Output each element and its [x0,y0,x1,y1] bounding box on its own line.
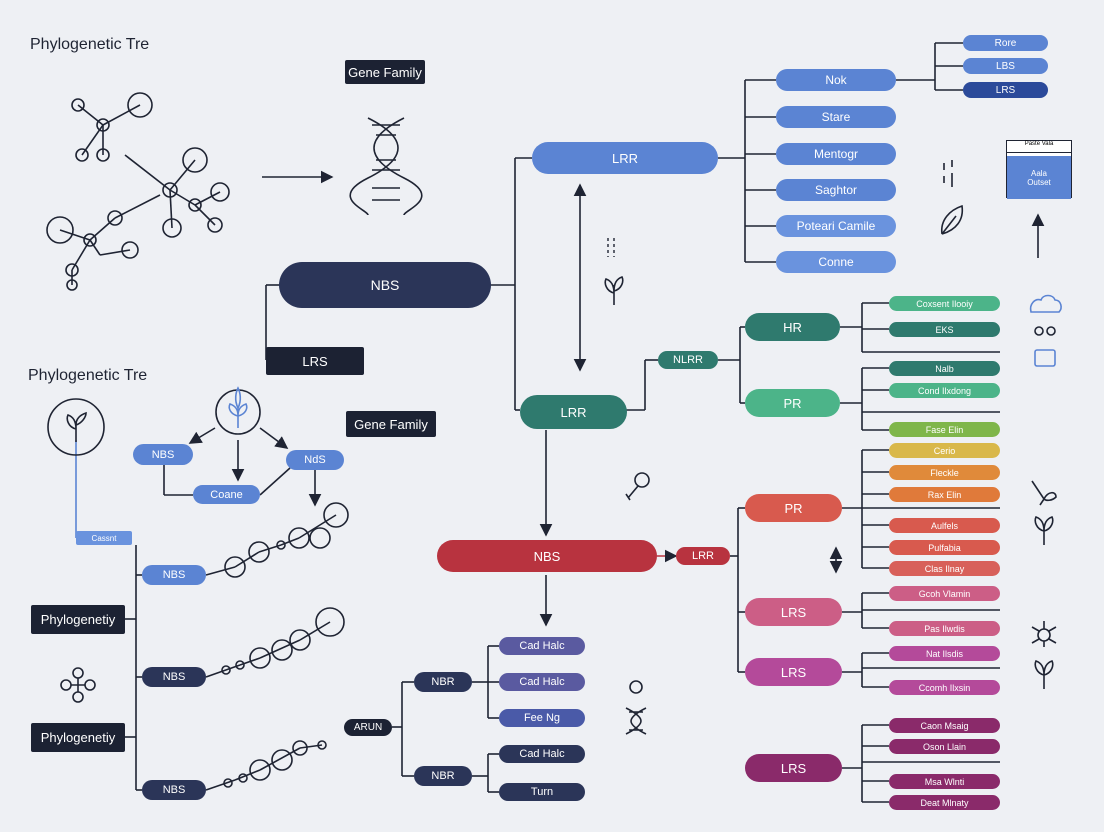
mid-title: Phylogenetic Tre [28,367,148,384]
cloud-icon [1029,294,1062,367]
blue-small-item[interactable]: LRS [963,82,1048,98]
lrr-top-node[interactable]: LRR [532,142,718,174]
rainbow-list-item[interactable]: Fleckle [889,465,1000,480]
phylogenetiy-box-2: Phylogenetiy [31,723,125,752]
teal-list-item[interactable]: Coxsent Ilooiy [889,296,1000,311]
plant-circle-icon [47,398,105,456]
arun-node[interactable]: ARUN [344,719,392,736]
nbs-node-left-1[interactable]: NBS [133,444,193,465]
navy-list-item[interactable]: Fee Ng [499,709,585,727]
rainbow-list-item[interactable]: Aulfels [889,518,1000,533]
blue-small-item[interactable]: Rore [963,35,1048,51]
rainbow-list-item[interactable]: Rax Elin [889,487,1000,502]
hr-node[interactable]: HR [745,313,840,341]
pink-list-item[interactable]: Ccomh Ilxsin [889,680,1000,695]
rainbow-list-item[interactable]: Clas Ilnay [889,561,1000,576]
nbs-tree-node-3[interactable]: NBS [142,780,206,800]
dna-icon [349,117,423,216]
plum-list-item[interactable]: Msa Wlnti [889,774,1000,789]
pink-list-item[interactable]: Nat Ilsdis [889,646,1000,661]
navy-list-item[interactable]: Cad Halc [499,745,585,763]
pink-list-item[interactable]: Pas Ilwdis [889,621,1000,636]
blue-small-item[interactable]: LBS [963,58,1048,74]
teal-list-item[interactable]: EKS [889,322,1000,337]
nbr-node-1[interactable]: NBR [414,672,472,692]
teal-list-item[interactable]: Nalb [889,361,1000,376]
lrs-pink-node-1[interactable]: LRS [745,598,842,626]
nbs-node-left-2[interactable]: NdS [286,450,344,470]
top-title: Phylogenetic Tre [30,36,150,53]
panel-title: Paste Vala [1007,141,1071,153]
network-graph-icon [46,92,230,291]
rainbow-list-item[interactable]: Cerio [889,443,1000,458]
leaf-icon [940,204,964,235]
gene-family-box-top: Gene Family [345,60,425,84]
gene-family-box-mid: Gene Family [346,411,436,437]
phylogenetiy-box-1: Phylogenetiy [31,605,125,634]
nbs-red-node[interactable]: NBS [437,540,657,572]
dna-small-icon [625,680,647,735]
blue-list-item[interactable]: Mentogr [776,143,896,165]
lrs-box: LRS [266,347,364,375]
nbs-tree-node-2[interactable]: NBS [142,667,206,687]
document-icon: Paste Vala Aala Outset [1006,140,1072,199]
lrs-plum-node[interactable]: LRS [745,754,842,782]
magnifier-icon [625,472,650,501]
blue-list-item[interactable]: Poteari Camile [776,215,896,237]
plum-list-item[interactable]: Deat Mlnaty [889,795,1000,810]
flower-icon [1031,480,1057,545]
navy-list-item[interactable]: Cad Halc [499,673,585,691]
pink-list-item[interactable]: Gcoh Vlamin [889,586,1000,601]
blue-list-item[interactable]: Nok [776,69,896,91]
nlrr-node[interactable]: NLRR [658,351,718,369]
navy-list-item[interactable]: Turn [499,783,585,801]
conne-node[interactable]: Coane [193,485,260,504]
blue-list-item[interactable]: Saghtor [776,179,896,201]
sprout-circle-icon [215,386,261,435]
plum-list-item[interactable]: Oson Llain [889,739,1000,754]
small-blue-node[interactable]: Cassnt [76,531,132,545]
nbs-main-node[interactable]: NBS [279,262,491,308]
panel-body: Aala Outset [1007,156,1071,199]
nbr-node-2[interactable]: NBR [414,766,472,786]
teal-list-item[interactable]: Cond Ilxdong [889,383,1000,398]
nbs-tree-node-1[interactable]: NBS [142,565,206,585]
sprout-icon [604,238,624,305]
lrr-small-node[interactable]: LRR [676,547,730,565]
blue-list-item[interactable]: Conne [776,251,896,273]
pr-green-node[interactable]: PR [745,389,840,417]
blue-list-item[interactable]: Stare [776,106,896,128]
rainbow-list-item[interactable]: Fase Elin [889,422,1000,437]
pr-red-node[interactable]: PR [745,494,842,522]
lrs-pink-node-2[interactable]: LRS [745,658,842,686]
plum-list-item[interactable]: Caon Msaig [889,718,1000,733]
molecule-icon [60,667,96,703]
lrr-mid-node[interactable]: LRR [520,395,627,429]
molecule-sprout-icon [1031,621,1057,689]
rainbow-list-item[interactable]: Pulfabia [889,540,1000,555]
navy-list-item[interactable]: Cad Halc [499,637,585,655]
